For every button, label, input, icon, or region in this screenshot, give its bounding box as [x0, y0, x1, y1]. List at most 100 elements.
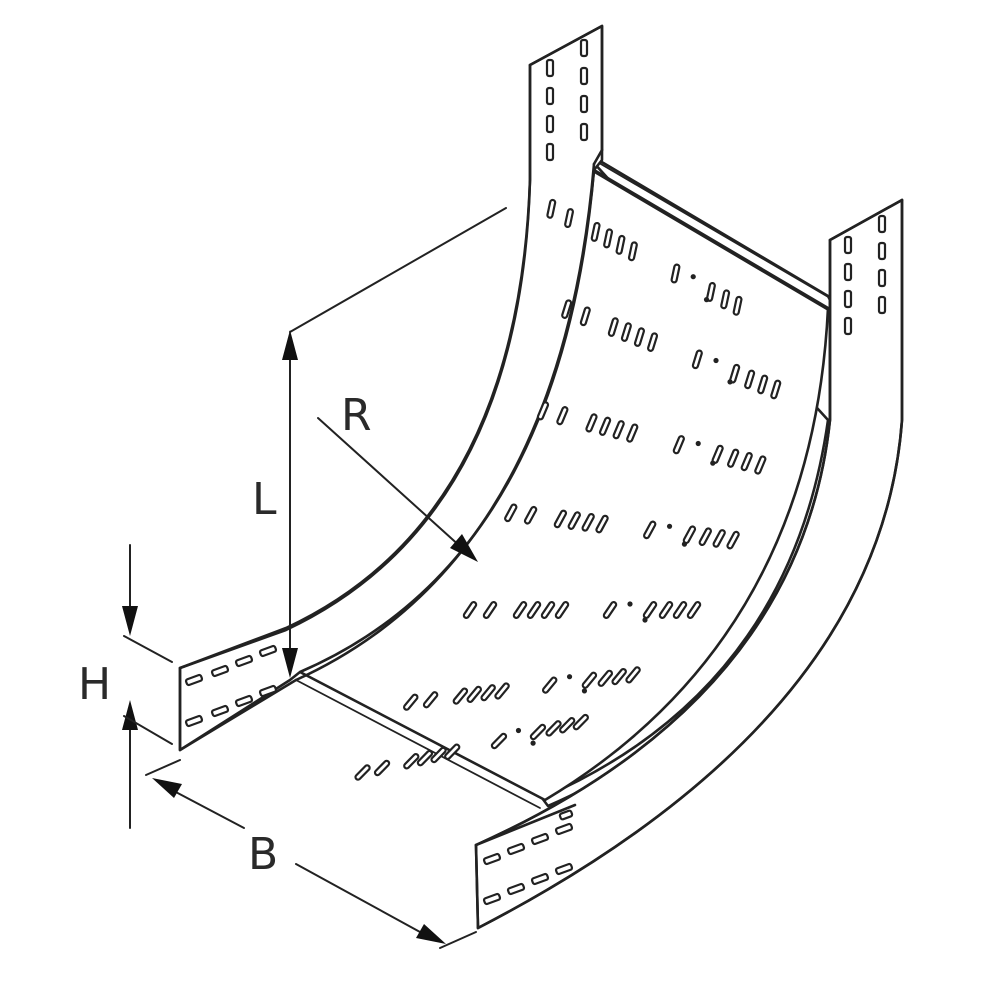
- h-arrow-bottom: [122, 700, 138, 730]
- dimension-b: [145, 759, 477, 949]
- floor-slot: [597, 669, 614, 687]
- floor-slot: [598, 416, 612, 436]
- floor-rivet: [695, 440, 701, 447]
- floor-slot: [553, 509, 568, 529]
- floor-perforations: [354, 198, 782, 781]
- floor-slot: [658, 601, 674, 619]
- floor-slot: [732, 295, 743, 316]
- floor-slot: [627, 241, 638, 262]
- floor-slot: [444, 743, 461, 761]
- floor-slot: [581, 513, 595, 532]
- floor-rivet: [703, 297, 710, 303]
- floor-slot: [572, 713, 589, 731]
- floor-slot: [615, 234, 626, 255]
- floor-slot: [626, 423, 639, 443]
- outer-top-flange-slots: [843, 214, 887, 336]
- floor-slot: [540, 601, 556, 619]
- floor-slot: [647, 332, 659, 352]
- floor-slot: [698, 527, 712, 547]
- floor-rivet: [581, 688, 588, 694]
- floor-slot: [564, 208, 574, 229]
- floor-slot: [561, 299, 573, 319]
- floor-slot: [523, 505, 538, 525]
- l-arrow-bottom: [282, 648, 298, 678]
- floor-slot: [727, 448, 740, 468]
- floor-slot: [541, 676, 558, 694]
- floor-slot: [686, 601, 702, 619]
- floor-slot: [480, 684, 496, 702]
- floor-slot: [466, 685, 483, 703]
- floor-slot: [430, 746, 447, 764]
- top-flange-slots: [545, 38, 589, 162]
- floor-slot: [452, 687, 469, 705]
- floor-slot: [416, 749, 434, 767]
- floor-slot: [422, 691, 439, 709]
- floor-slot: [585, 413, 598, 433]
- dimension-h: [122, 544, 173, 829]
- label-radius: R: [341, 390, 372, 441]
- floor-slot: [612, 420, 625, 440]
- b-arrow-left: [152, 778, 182, 798]
- floor-rivet: [727, 379, 733, 385]
- floor-slot: [559, 717, 576, 734]
- floor-slot: [590, 221, 601, 242]
- floor-slot: [607, 317, 619, 337]
- floor-slot: [670, 263, 681, 284]
- floor-slot: [712, 529, 726, 548]
- floor-slot: [482, 601, 498, 619]
- floor-slot: [672, 435, 685, 455]
- right-flange-slots: [482, 809, 574, 906]
- floor-slot: [556, 406, 569, 426]
- dimension-l: [282, 207, 507, 678]
- tray-floor: [295, 159, 831, 809]
- r-arrow: [450, 534, 478, 562]
- floor-slot: [595, 514, 609, 534]
- floor-slot: [691, 349, 703, 370]
- floor-slot: [625, 666, 641, 684]
- floor-slot: [633, 327, 645, 347]
- dimension-r: [317, 417, 478, 562]
- floor-slot: [672, 601, 688, 619]
- floor-slot: [726, 530, 740, 550]
- floor-rivet: [710, 460, 716, 466]
- floor-slot: [546, 198, 557, 219]
- floor-slot: [494, 682, 510, 700]
- floor-slot: [603, 228, 614, 249]
- floor-slot: [706, 281, 716, 302]
- floor-slot: [504, 503, 518, 523]
- floor-rivet: [515, 727, 522, 734]
- floor-slot: [490, 732, 508, 750]
- floor-slot: [720, 289, 731, 310]
- l-arrow-top: [282, 330, 298, 360]
- h-arrow-top: [122, 606, 138, 636]
- floor-slot: [529, 723, 547, 741]
- floor-slot: [512, 601, 528, 619]
- floor-rivet: [681, 541, 688, 547]
- b-arrow-right: [416, 924, 446, 944]
- floor-slot: [526, 601, 542, 619]
- floor-slot: [620, 322, 632, 342]
- left-flange-slots: [184, 644, 278, 728]
- label-width: B: [248, 829, 279, 880]
- floor-slot: [744, 369, 756, 390]
- floor-rivet: [642, 617, 648, 623]
- floor-slot: [403, 693, 419, 711]
- floor-slot: [403, 753, 420, 770]
- floor-slot: [567, 511, 581, 530]
- label-length: L: [252, 474, 277, 525]
- label-height: H: [78, 659, 112, 710]
- floor-slot: [354, 764, 371, 781]
- floor-rivet: [627, 601, 633, 607]
- floor-rivet: [566, 674, 573, 680]
- floor-rivet: [713, 357, 719, 364]
- floor-slot: [536, 401, 550, 421]
- floor-slot: [581, 671, 598, 689]
- floor-rivet: [690, 274, 696, 280]
- floor-slot: [770, 379, 782, 400]
- floor-slot: [754, 455, 767, 475]
- floor-rivet: [666, 523, 673, 529]
- floor-slot: [602, 601, 618, 619]
- floor-slot: [554, 601, 570, 619]
- floor-rivet: [530, 740, 536, 746]
